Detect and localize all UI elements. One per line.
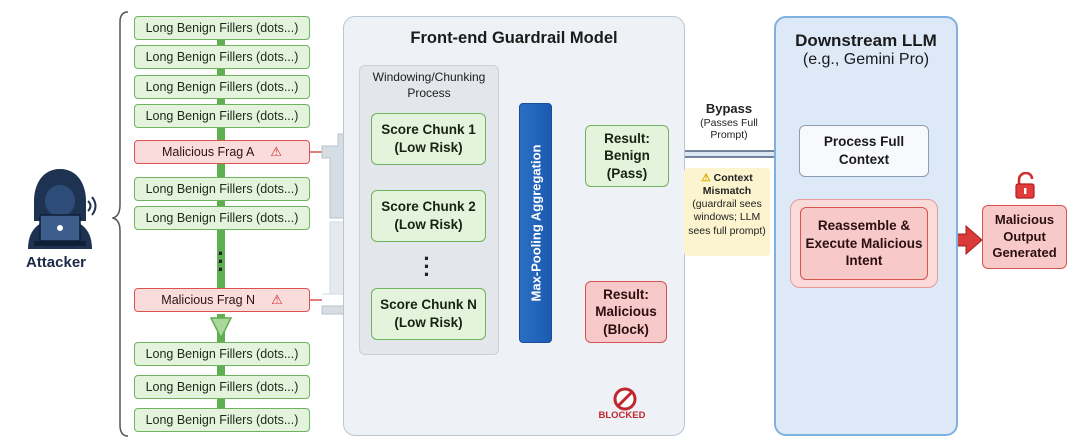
result-benign: Result: Benign (Pass)	[585, 125, 669, 187]
blocked-label: BLOCKED	[598, 410, 646, 421]
result-malicious: Result: Malicious (Block)	[585, 281, 667, 343]
benign-filler-4: Long Benign Fillers (dots...)	[134, 104, 310, 128]
fragment-connectors	[310, 151, 322, 301]
fragment-a-label: Malicious Frag A	[161, 145, 255, 159]
fragment-n-label: Malicious Frag N	[161, 293, 256, 307]
process-full-context: Process Full Context	[799, 125, 929, 177]
benign-filler-1: Long Benign Fillers (dots...)	[134, 16, 310, 40]
context-mismatch-body: (guardrail sees windows; LLM sees full p…	[688, 198, 766, 237]
malicious-fragment-a: Malicious Frag A ⚠	[134, 140, 310, 164]
malicious-fragment-n: Malicious Frag N ⚠	[134, 288, 310, 312]
downstream-title: Downstream LLM	[795, 31, 937, 50]
benign-filler-7: Long Benign Fillers (dots...)	[134, 342, 310, 366]
malicious-output: Malicious Output Generated	[982, 205, 1067, 269]
warning-triangle-icon: ⚠	[701, 172, 711, 184]
benign-filler-3: Long Benign Fillers (dots...)	[134, 75, 310, 99]
aggregation-label: Max-Pooling Aggregation	[528, 144, 543, 302]
benign-filler-8: Long Benign Fillers (dots...)	[134, 375, 310, 399]
score-chunk-1: Score Chunk 1 (Low Risk)	[371, 113, 486, 165]
warning-triangle-icon: ⚠	[271, 292, 283, 307]
benign-filler-2: Long Benign Fillers (dots...)	[134, 45, 310, 69]
chunk-ellipsis: ···	[423, 246, 431, 287]
max-pooling-aggregation: Max-Pooling Aggregation	[519, 103, 552, 343]
sequence-ellipsis: ···	[217, 241, 225, 282]
blocked-icon	[612, 386, 638, 412]
bypass-title: Bypass	[705, 101, 753, 116]
score-chunk-2: Score Chunk 2 (Low Risk)	[371, 190, 486, 242]
windowing-label: Windowing/Chunking Process	[372, 70, 486, 100]
attacker-icon	[20, 165, 100, 251]
bypass-label: Bypass (Passes Full Prompt)	[683, 101, 775, 142]
guardrail-title: Front-end Guardrail Model	[410, 29, 618, 47]
warning-triangle-icon: ⚠	[270, 144, 283, 159]
bypass-detail: (Passes Full Prompt)	[700, 116, 758, 142]
benign-filler-5: Long Benign Fillers (dots...)	[134, 177, 310, 201]
attacker-label: Attacker	[25, 254, 87, 271]
downstream-subtitle: (e.g., Gemini Pro)	[802, 51, 930, 68]
benign-filler-9: Long Benign Fillers (dots...)	[134, 408, 310, 432]
benign-filler-6: Long Benign Fillers (dots...)	[134, 206, 310, 230]
context-mismatch-note: ⚠ Context Mismatch (guardrail sees windo…	[684, 168, 770, 256]
reassemble-execute: Reassemble & Execute Malicious Intent	[800, 207, 928, 280]
score-chunk-n: Score Chunk N (Low Risk)	[371, 288, 486, 340]
unlocked-padlock-icon	[1012, 171, 1038, 200]
context-mismatch-header: ⚠ Context Mismatch	[701, 172, 753, 198]
input-bracket	[112, 11, 129, 437]
